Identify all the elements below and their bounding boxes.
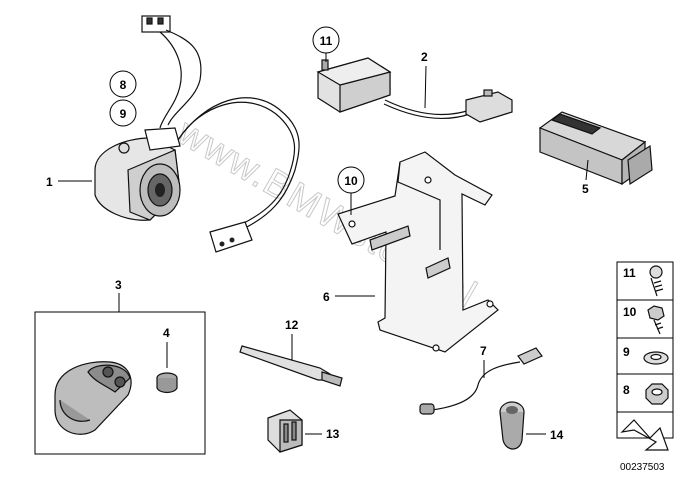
washer-icon[interactable] [643,351,669,365]
callout-9-circle [109,99,137,127]
sensor-icon[interactable] [316,57,513,123]
callout-7[interactable]: 7 [480,344,487,358]
callout-6[interactable]: 6 [323,290,330,304]
callout-3[interactable]: 3 [115,278,122,292]
legend-item-9-label: 9 [623,345,630,359]
cable-tie-icon[interactable] [239,345,343,387]
clip-icon[interactable] [267,409,303,453]
callout-5[interactable]: 5 [582,182,589,196]
hardware-legend [616,261,674,439]
antenna-icon[interactable] [419,347,543,415]
callout-11[interactable]: 11 [320,34,333,48]
screw-icon[interactable] [649,265,664,297]
callout-14[interactable]: 14 [550,428,564,442]
bolt-icon[interactable] [647,305,665,335]
remote-icon[interactable] [54,361,132,435]
battery-icon[interactable] [538,111,653,186]
legend-item-10-label: 10 [623,305,637,319]
grommet-icon[interactable] [499,401,525,450]
diagram-number: 00237503 [620,462,665,473]
callout-4[interactable]: 4 [163,326,170,340]
bracket-icon[interactable] [337,151,499,353]
kit-box [34,311,206,455]
callout-10[interactable]: 10 [344,174,358,188]
callout-8-circle [109,70,137,98]
callout-1[interactable]: 1 [46,175,53,189]
callout-2[interactable]: 2 [421,50,428,64]
legend-item-8-label: 8 [623,383,630,397]
callout-13[interactable]: 13 [326,427,340,441]
callout-8[interactable]: 8 [120,78,127,92]
callout-9[interactable]: 9 [120,107,127,121]
arrow-icon[interactable] [620,419,669,451]
siren-icon[interactable] [94,15,300,253]
nut-icon[interactable] [645,383,669,405]
cap-icon[interactable] [156,372,178,394]
callout-12[interactable]: 12 [285,318,299,332]
legend-item-11-label: 11 [623,266,636,280]
